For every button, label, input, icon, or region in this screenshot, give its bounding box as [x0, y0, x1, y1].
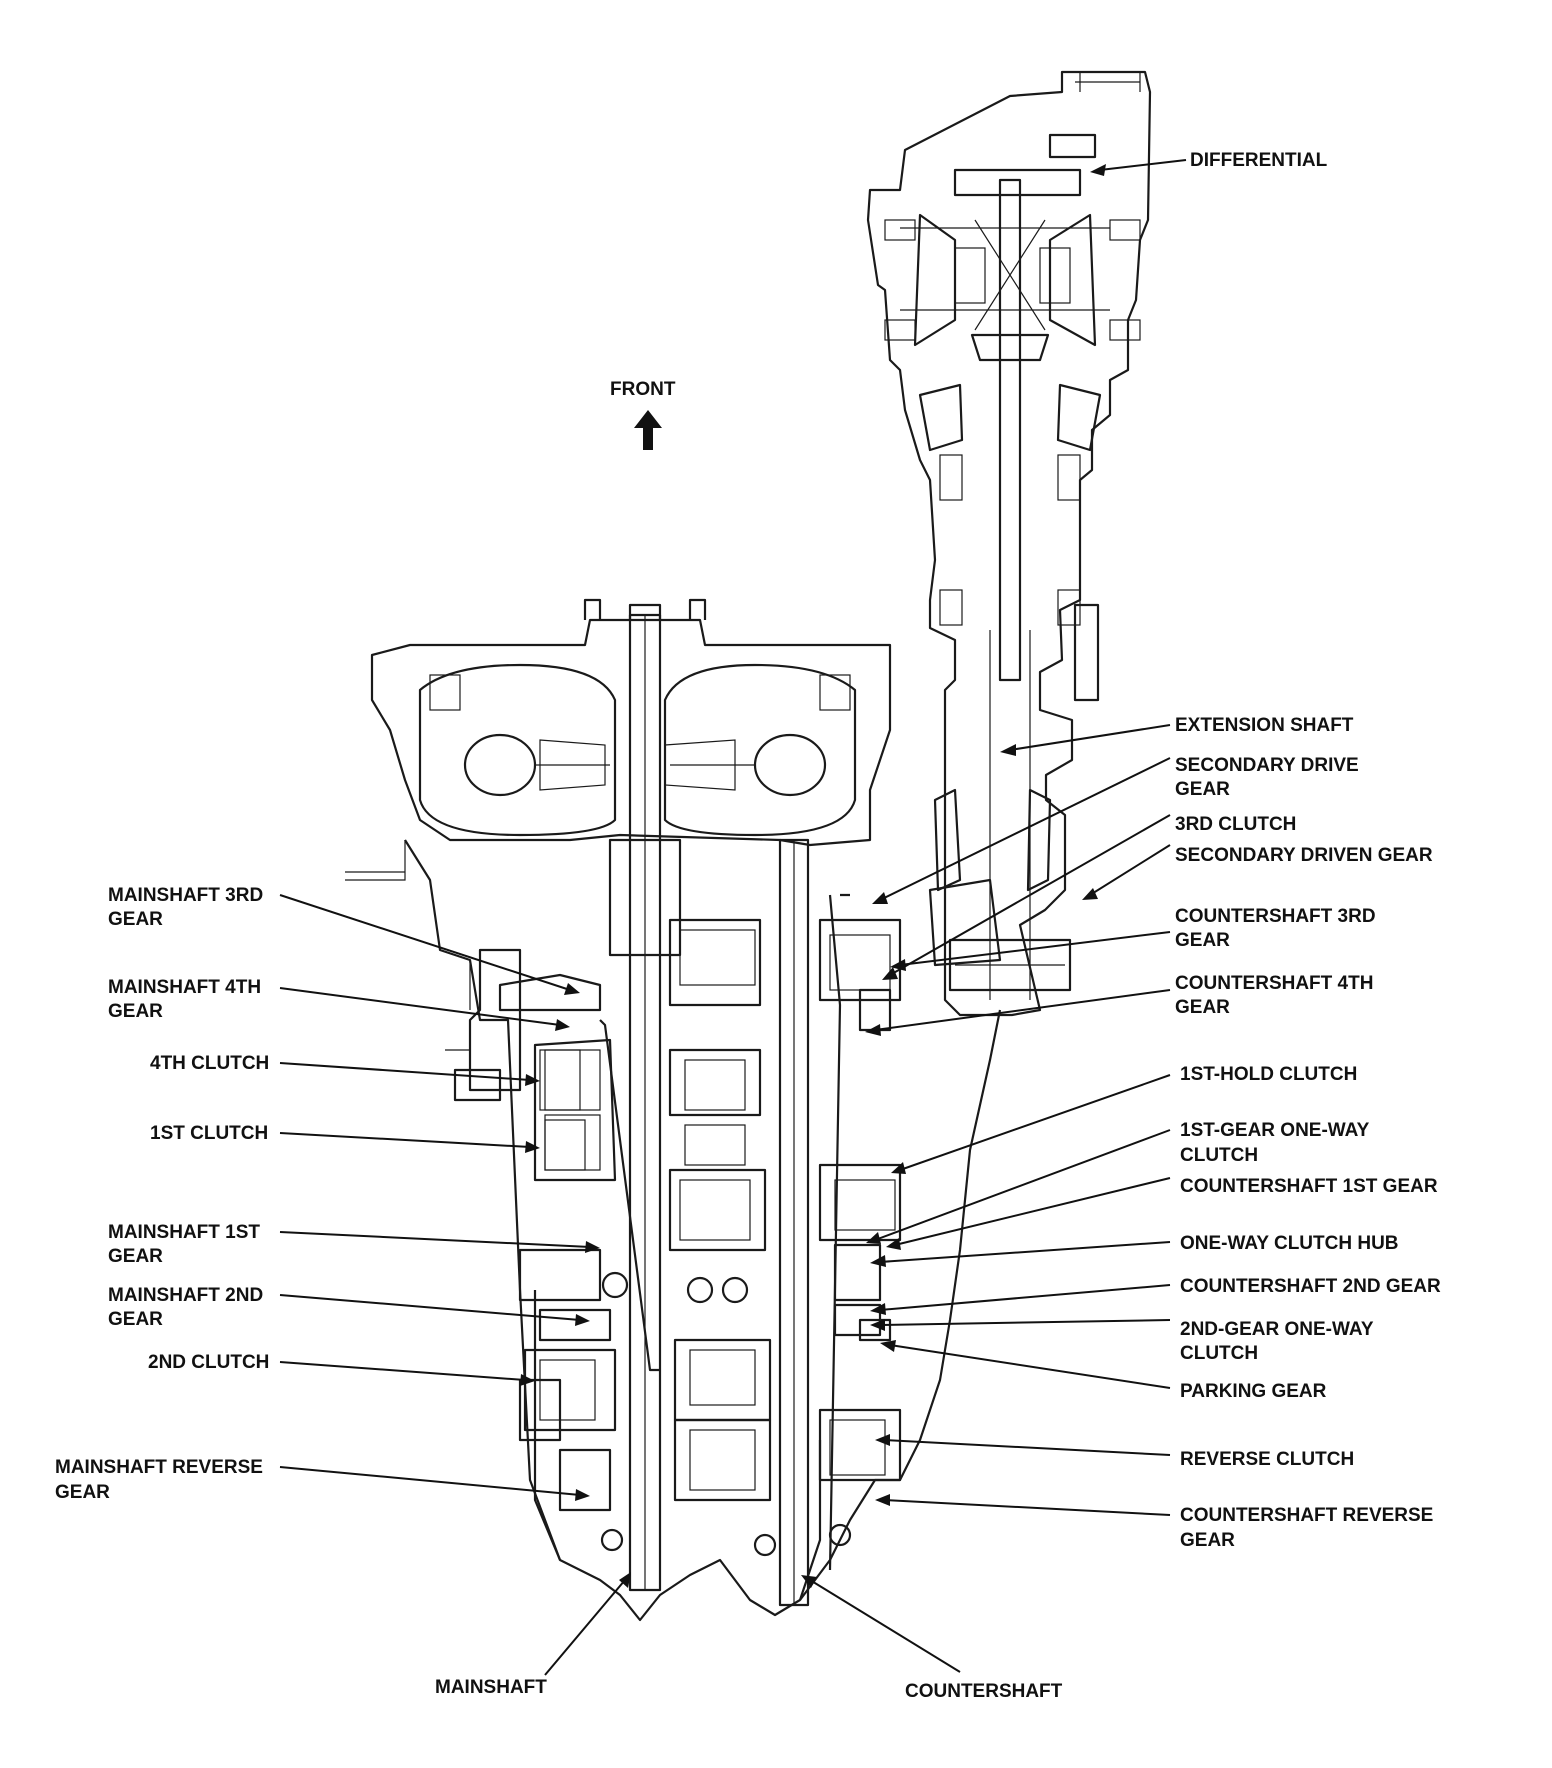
- label-secondary-driven-gear: SECONDARY DRIVEN GEAR: [1175, 845, 1433, 866]
- label-countershaft-2nd-gear: COUNTERSHAFT 2ND GEAR: [1180, 1276, 1441, 1297]
- label-countershaft-reverse-gear: COUNTERSHAFT REVERSE GEAR: [1180, 1505, 1439, 1551]
- label-mainshaft-4th-gear: MAINSHAFT 4TH GEAR: [108, 977, 266, 1022]
- label-mainshaft-reverse-gear: MAINSHAFT REVERSE GEAR: [55, 1457, 268, 1503]
- label-secondary-drive-gear: SECONDARY DRIVE GEAR: [1175, 755, 1364, 800]
- label-mainshaft-2nd-gear: MAINSHAFT 2ND GEAR: [108, 1285, 268, 1330]
- label-one-way-clutch-hub: ONE-WAY CLUTCH HUB: [1180, 1233, 1399, 1254]
- label-countershaft-1st-gear: COUNTERSHAFT 1ST GEAR: [1180, 1176, 1438, 1197]
- label-mainshaft-3rd-gear: MAINSHAFT 3RD GEAR: [108, 885, 268, 930]
- label-mainshaft: MAINSHAFT: [435, 1677, 547, 1698]
- label-countershaft-3rd-gear: COUNTERSHAFT 3RD GEAR: [1175, 906, 1381, 951]
- leader-lines: [279, 159, 1187, 1676]
- differential-housing: [866, 70, 1152, 1017]
- label-parking-gear: PARKING GEAR: [1180, 1381, 1327, 1402]
- label-reverse-clutch: REVERSE CLUTCH: [1180, 1449, 1354, 1470]
- label-extension-shaft: EXTENSION SHAFT: [1175, 715, 1354, 736]
- label-1st-gear-one-way-clutch: 1ST-GEAR ONE-WAY CLUTCH: [1180, 1120, 1374, 1166]
- label-2nd-gear-one-way-clutch: 2ND-GEAR ONE-WAY CLUTCH: [1180, 1319, 1378, 1364]
- label-countershaft-4th-gear: COUNTERSHAFT 4TH GEAR: [1175, 973, 1379, 1018]
- label-mainshaft-1st-gear: MAINSHAFT 1ST GEAR: [108, 1222, 265, 1267]
- label-2nd-clutch: 2ND CLUTCH: [148, 1352, 269, 1373]
- countershaft-assembly: [668, 838, 810, 1607]
- up-arrow-icon: [634, 410, 662, 450]
- label-4th-clutch: 4TH CLUTCH: [150, 1053, 269, 1074]
- callout-labels: DIFFERENTIAL EXTENSION SHAFT SECONDARY D…: [55, 150, 1441, 1702]
- transmission-case: [404, 839, 1002, 1622]
- front-label: FRONT: [610, 379, 676, 400]
- torque-converter: [345, 598, 892, 881]
- front-direction-indicator: FRONT: [610, 379, 676, 450]
- label-1st-hold-clutch: 1ST-HOLD CLUTCH: [1180, 1064, 1357, 1085]
- label-3rd-clutch: 3RD CLUTCH: [1175, 814, 1296, 835]
- secondary-shaft-assembly: [818, 878, 1002, 1571]
- label-differential: DIFFERENTIAL: [1190, 150, 1328, 171]
- transmission-drawing: [345, 70, 1152, 1622]
- label-1st-clutch: 1ST CLUTCH: [150, 1123, 268, 1144]
- left-clutch-packs: [453, 948, 586, 1442]
- label-countershaft: COUNTERSHAFT: [905, 1681, 1063, 1702]
